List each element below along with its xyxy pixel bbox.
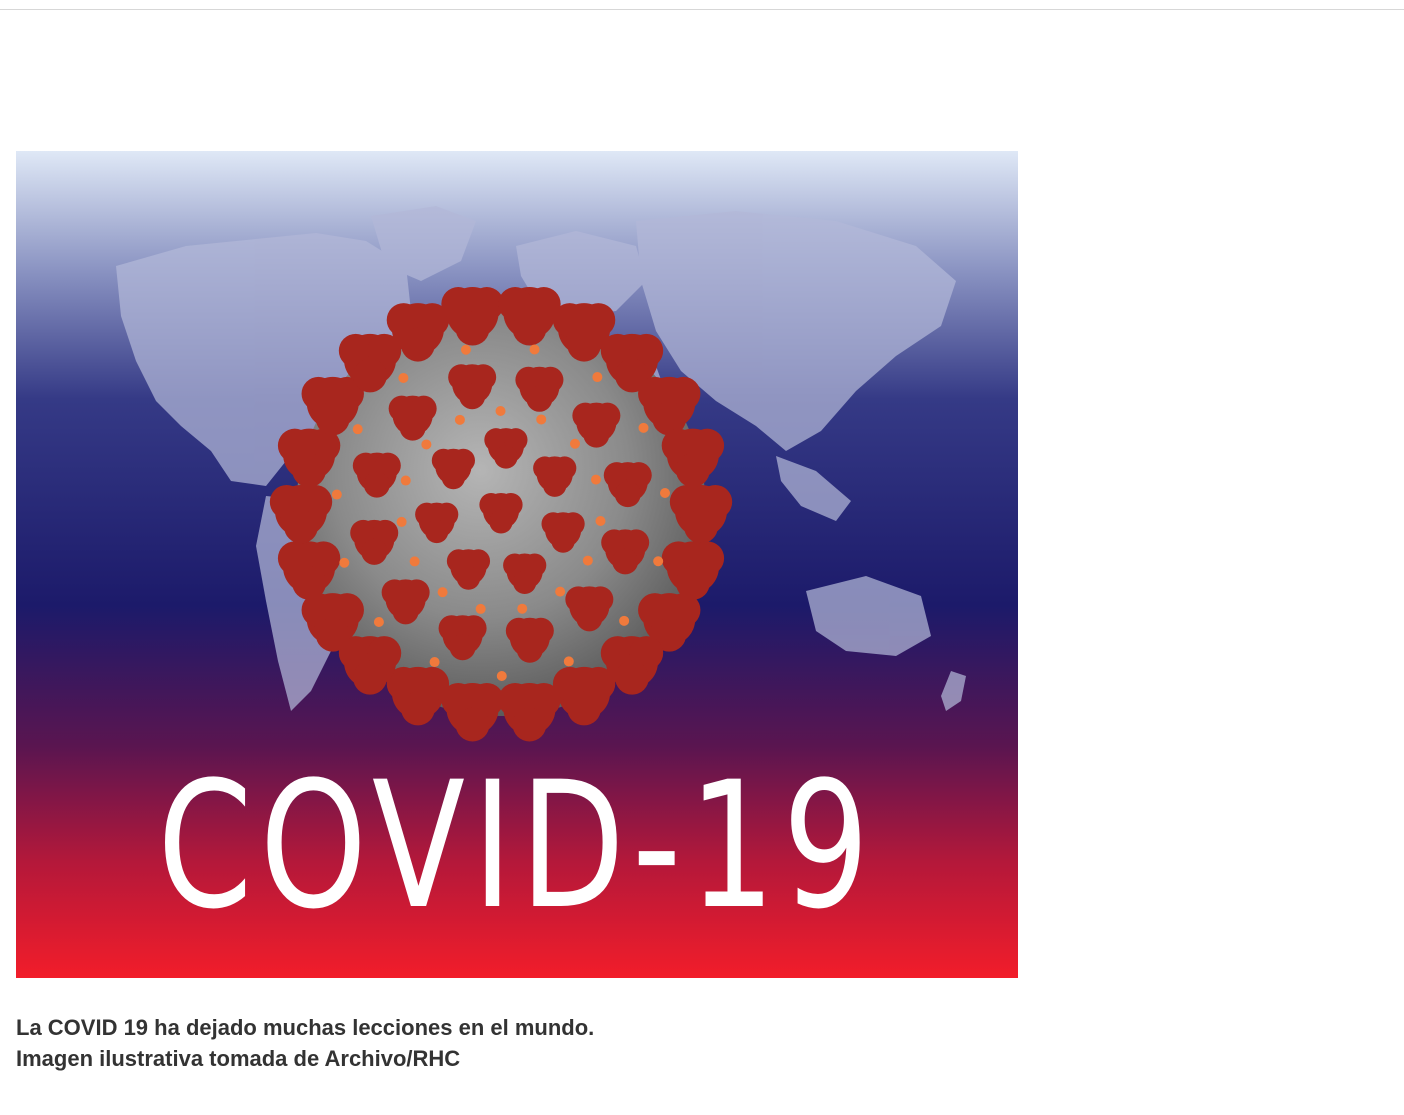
spike-inner [448, 364, 497, 410]
spike-inner [479, 493, 523, 534]
protein-dot [495, 406, 506, 417]
protein-dot [653, 556, 664, 567]
spike-outer [338, 333, 402, 393]
protein-dot [421, 439, 432, 450]
caption-line-2: Imagen ilustrativa tomada de Archivo/RHC [16, 1046, 461, 1071]
australia-shape [806, 576, 931, 656]
protein-dot [536, 414, 547, 425]
asia-shape [636, 211, 956, 451]
virus-inner-spikes [350, 364, 652, 663]
spike-outer [277, 428, 341, 488]
caption-line-1: La COVID 19 ha dejado muchas lecciones e… [16, 1015, 595, 1040]
protein-dot [437, 587, 448, 598]
top-divider [0, 9, 1404, 10]
spike-inner [388, 395, 437, 441]
protein-dot [595, 515, 606, 526]
protein-dot [619, 615, 630, 626]
spike-inner [505, 617, 554, 663]
spike-inner [352, 452, 401, 498]
spike-outer [498, 287, 561, 346]
spike-outer [638, 593, 701, 652]
spike-inner [515, 366, 564, 412]
spike-inner [484, 428, 528, 469]
spike-outer [669, 485, 733, 544]
protein-dot [475, 603, 486, 614]
spike-outer [386, 303, 450, 362]
spike-inner [533, 456, 577, 497]
spike-inner [601, 529, 650, 575]
protein-dot [590, 474, 601, 485]
protein-dot [396, 516, 407, 527]
protein-dot [529, 344, 540, 355]
protein-dot [373, 616, 384, 627]
protein-dot [638, 422, 649, 433]
protein-dot [352, 424, 363, 435]
protein-dot [582, 555, 593, 566]
covid-image: COVID-19 [16, 151, 1018, 978]
spike-inner [603, 462, 652, 508]
protein-dot [517, 603, 528, 614]
protein-dot [563, 656, 574, 667]
spike-inner [415, 502, 459, 544]
spike-inner [565, 586, 614, 632]
spike-inner [541, 512, 585, 553]
spike-outer [301, 376, 364, 436]
spike-outer [338, 636, 402, 695]
spike-outer [441, 682, 504, 742]
spike-outer [661, 541, 725, 600]
virus-proteins [331, 344, 671, 681]
spike-outer [386, 666, 450, 726]
new-zealand-shape [941, 671, 966, 711]
protein-dot [331, 489, 342, 500]
spike-inner [350, 519, 399, 565]
protein-dot [454, 414, 465, 425]
protein-dot [555, 586, 566, 597]
protein-dot [569, 438, 580, 449]
spike-inner [572, 402, 621, 448]
covid-banner-text: COVID-19 [157, 744, 876, 947]
coronavirus [269, 287, 733, 742]
protein-dot [496, 670, 507, 681]
north-america-shape [116, 233, 411, 486]
spike-outer [552, 303, 616, 362]
spike-outer [661, 428, 725, 488]
protein-dot [460, 344, 471, 355]
southeast-asia-shape [776, 456, 851, 521]
protein-dot [409, 556, 420, 567]
protein-dot [660, 487, 671, 498]
spike-outer [498, 682, 561, 742]
spike-inner [381, 579, 430, 625]
spike-outer [638, 376, 701, 436]
spike-inner [446, 549, 491, 590]
protein-dot [398, 372, 409, 383]
virus-spikes [269, 287, 733, 742]
spike-inner [503, 553, 547, 595]
greenland-shape [371, 206, 476, 281]
spike-inner [438, 615, 487, 661]
spike-outer [277, 541, 341, 600]
spike-outer [269, 485, 333, 544]
protein-dot [429, 657, 440, 668]
protein-dot [400, 475, 411, 486]
protein-dot [339, 557, 350, 568]
spike-outer [441, 287, 504, 346]
image-caption: La COVID 19 ha dejado muchas lecciones e… [16, 1012, 1016, 1074]
spike-inner [431, 448, 475, 490]
protein-dot [592, 372, 603, 383]
covid-illustration: COVID-19 [16, 151, 1018, 978]
spike-outer [600, 636, 664, 695]
spike-outer [552, 666, 616, 726]
spike-outer [301, 593, 364, 652]
spike-outer [600, 333, 664, 393]
